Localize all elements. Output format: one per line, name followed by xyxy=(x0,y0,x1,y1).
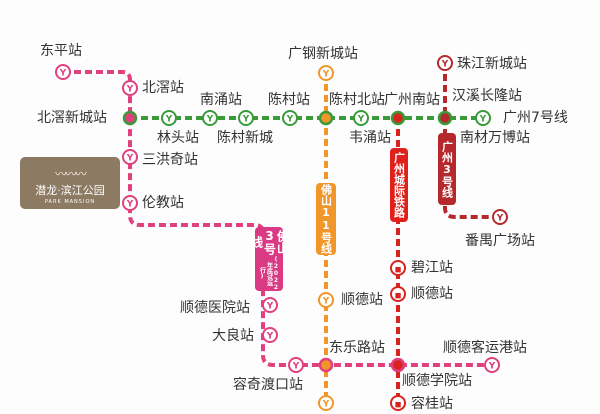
station-glyph-icon: Y xyxy=(206,115,214,125)
station-ronggui[interactable]: 容桂站 xyxy=(411,396,453,412)
station-marker-icon[interactable] xyxy=(122,149,138,165)
foshan3-note: (2022年底试运行) xyxy=(258,256,280,291)
station-beijiao[interactable]: 北滘站 xyxy=(142,80,184,96)
station-lintou[interactable]: 林头站 xyxy=(157,130,199,146)
station-zhujiang[interactable]: 珠江新城站 xyxy=(457,56,527,72)
station-glyph-icon: Y xyxy=(266,302,274,312)
station-glyph-icon: Y xyxy=(357,115,365,125)
station-chencun[interactable]: 陈村站 xyxy=(268,92,310,108)
label-intercity: 广州城际铁路 xyxy=(390,148,408,222)
interchange-icon[interactable] xyxy=(390,357,406,373)
station-marker-icon[interactable] xyxy=(262,297,278,313)
station-glyph-icon: Y xyxy=(496,214,504,224)
station-marker-icon[interactable] xyxy=(437,55,453,71)
gz3-text: 广州3号线 xyxy=(440,140,454,198)
station-marker-icon[interactable] xyxy=(161,110,177,126)
logo-wave-icon: 〰〰〰 xyxy=(54,167,87,181)
station-lunjiao[interactable]: 伦教站 xyxy=(142,195,184,211)
station-bijiang[interactable]: 碧江站 xyxy=(411,260,453,276)
label-gz3: 广州3号线 xyxy=(438,133,456,205)
station-marker-icon[interactable] xyxy=(390,286,406,302)
station-marker-icon[interactable] xyxy=(318,292,334,308)
line-gz7-label: 广州7号线 xyxy=(503,110,568,126)
station-glyph-icon: Y xyxy=(126,154,134,164)
station-marker-icon[interactable] xyxy=(390,260,406,276)
station-marker-icon[interactable] xyxy=(282,110,298,126)
station-marker-icon[interactable] xyxy=(238,110,254,126)
station-marker-icon[interactable] xyxy=(55,64,71,80)
station-marker-icon[interactable] xyxy=(202,110,218,126)
station-marker-icon[interactable] xyxy=(475,110,491,126)
station-shunde-port[interactable]: 顺德客运港站 xyxy=(443,340,527,356)
station-glyph-icon: Y xyxy=(266,332,274,342)
station-beijiao-xincheng[interactable]: 北滘新城站 xyxy=(37,110,107,126)
station-glyph-icon: ■ xyxy=(395,266,402,274)
station-weichong[interactable]: 韦涌站 xyxy=(349,130,391,146)
interchange-icon[interactable] xyxy=(318,110,334,126)
station-glyph-icon: Y xyxy=(322,70,330,80)
station-panyu[interactable]: 番禺广场站 xyxy=(465,233,535,249)
station-glyph-icon: Y xyxy=(59,69,67,79)
station-shunde-college[interactable]: 顺德学院站 xyxy=(402,373,472,389)
station-glyph-icon: Y xyxy=(488,362,496,372)
station-glyph-icon: Y xyxy=(441,60,449,70)
interchange-icon[interactable] xyxy=(390,110,406,126)
station-glyph-icon: Y xyxy=(322,297,330,307)
station-dongping[interactable]: 东平站 xyxy=(40,43,82,59)
station-marker-icon[interactable] xyxy=(318,395,334,411)
station-shunde-11[interactable]: 顺德站 xyxy=(341,292,383,308)
label-foshan11: 佛山11号线 xyxy=(316,183,336,255)
station-daliang[interactable]: 大良站 xyxy=(212,328,254,344)
station-marker-icon[interactable] xyxy=(122,80,138,96)
station-shunde-hospital[interactable]: 顺德医院站 xyxy=(180,300,250,316)
station-glyph-icon: Y xyxy=(322,400,330,410)
line-foshan3 xyxy=(63,70,492,367)
station-marker-icon[interactable] xyxy=(484,357,500,373)
station-nancai[interactable]: 南材万博站 xyxy=(460,130,530,146)
station-glyph-icon: ■ xyxy=(395,401,402,409)
station-shunde-intercity[interactable]: 顺德站 xyxy=(411,286,453,302)
station-guanggang[interactable]: 广钢新城站 xyxy=(288,46,358,62)
label-foshan3: 佛山3号线 (2022年底试运行) xyxy=(250,227,290,291)
station-chencun-xincheng[interactable]: 陈村新城 xyxy=(217,130,273,146)
station-glyph-icon: Y xyxy=(126,85,134,95)
station-rongqi[interactable]: 容奇渡口站 xyxy=(233,377,303,393)
logo-park-mansion: 〰〰〰 潜龙·滨江公园 PARK MANSION xyxy=(20,157,120,209)
foshan3-text: 佛山3号线 xyxy=(249,228,290,255)
station-marker-icon[interactable] xyxy=(122,195,138,211)
station-marker-icon[interactable] xyxy=(492,209,508,225)
station-sanhongqi[interactable]: 三洪奇站 xyxy=(142,152,198,168)
station-glyph-icon: Y xyxy=(126,200,134,210)
station-chencun-bei[interactable]: 陈村北站 xyxy=(329,92,385,108)
station-marker-icon[interactable] xyxy=(262,327,278,343)
interchange-icon[interactable] xyxy=(437,110,453,126)
station-glyph-icon: Y xyxy=(286,115,294,125)
station-glyph-icon: Y xyxy=(479,115,487,125)
station-marker-icon[interactable] xyxy=(288,357,304,373)
station-dongle[interactable]: 东乐路站 xyxy=(329,340,385,356)
station-marker-icon[interactable] xyxy=(353,110,369,126)
station-glyph-icon: Y xyxy=(242,115,250,125)
station-guangzhou-nan[interactable]: 广州南站 xyxy=(384,92,440,108)
logo-name: 潜龙·滨江公园 xyxy=(35,184,105,197)
station-nanchong[interactable]: 南涌站 xyxy=(200,92,242,108)
interchange-icon[interactable] xyxy=(122,110,138,126)
station-marker-icon[interactable] xyxy=(318,65,334,81)
logo-subtitle: PARK MANSION xyxy=(44,199,96,205)
line-gz3 xyxy=(443,63,500,219)
foshan11-text: 佛山11号线 xyxy=(319,184,333,254)
interchange-icon[interactable] xyxy=(318,357,334,373)
station-glyph-icon: ■ xyxy=(395,292,402,300)
station-glyph-icon: Y xyxy=(165,115,173,125)
station-marker-icon[interactable] xyxy=(390,395,406,411)
station-glyph-icon: Y xyxy=(292,362,300,372)
station-hanxi[interactable]: 汉溪长隆站 xyxy=(452,88,522,104)
intercity-text: 广州城际铁路 xyxy=(392,152,406,218)
